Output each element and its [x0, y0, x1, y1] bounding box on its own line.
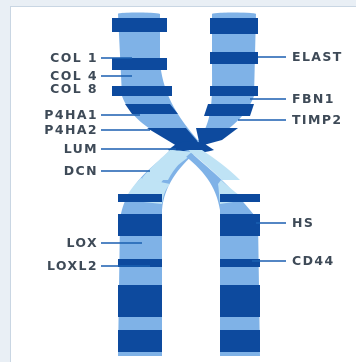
label-col1: COL 1 — [50, 52, 98, 65]
label-lox: LOX — [66, 237, 98, 250]
label-fbn1: FBN1 — [292, 93, 335, 106]
upper-right-arm — [188, 13, 258, 151]
label-timp2: TIMP2 — [292, 114, 342, 127]
label-dcn: DCN — [64, 165, 98, 178]
label-hs: HS — [292, 217, 314, 230]
centromere-light-left — [142, 150, 192, 180]
lower-left-arm — [118, 150, 196, 356]
label-elast: ELAST — [292, 51, 343, 64]
upper-left-arm — [112, 13, 201, 150]
label-lum: LUM — [64, 143, 98, 156]
label-p4ha2: P4HA2 — [44, 124, 98, 137]
lower-right-arm — [180, 150, 260, 356]
label-loxl2: LOXL2 — [47, 260, 98, 273]
label-p4ha1: P4HA1 — [44, 109, 98, 122]
label-col8: COL 8 — [50, 83, 98, 96]
label-cd44: CD44 — [292, 255, 335, 268]
